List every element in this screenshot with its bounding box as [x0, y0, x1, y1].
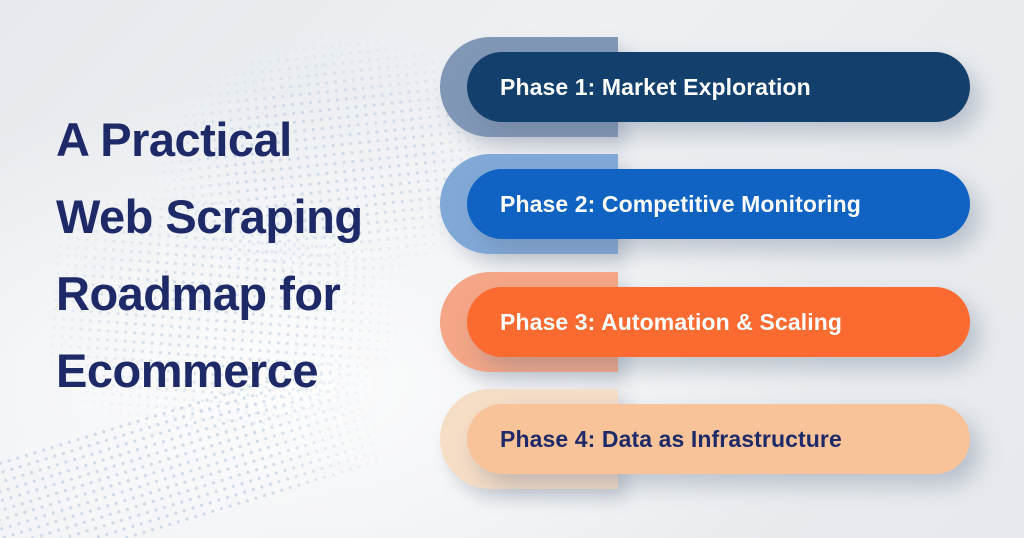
phase-3-pill: Phase 3: Automation & Scaling — [467, 287, 970, 357]
phase-row-1: Phase 1: Market Exploration — [440, 37, 970, 137]
title-line-2: Web Scraping — [56, 190, 363, 243]
title-line-1: A Practical — [56, 113, 292, 166]
phase-row-3: Phase 3: Automation & Scaling — [440, 272, 970, 372]
phase-row-2: Phase 2: Competitive Monitoring — [440, 154, 970, 254]
title-line-4: Ecommerce — [56, 344, 319, 397]
title-line-3: Roadmap for — [56, 267, 341, 320]
phase-1-pill: Phase 1: Market Exploration — [467, 52, 970, 122]
phase-2-pill: Phase 2: Competitive Monitoring — [467, 169, 970, 239]
phase-3-label: Phase 3: Automation & Scaling — [500, 308, 842, 335]
page-title: A Practical Web Scraping Roadmap for Eco… — [56, 101, 446, 409]
phase-2-label: Phase 2: Competitive Monitoring — [500, 190, 861, 217]
phase-4-label: Phase 4: Data as Infrastructure — [500, 425, 842, 452]
phase-row-4: Phase 4: Data as Infrastructure — [440, 389, 970, 489]
phase-1-label: Phase 1: Market Exploration — [500, 73, 811, 100]
phase-4-pill: Phase 4: Data as Infrastructure — [467, 404, 970, 474]
